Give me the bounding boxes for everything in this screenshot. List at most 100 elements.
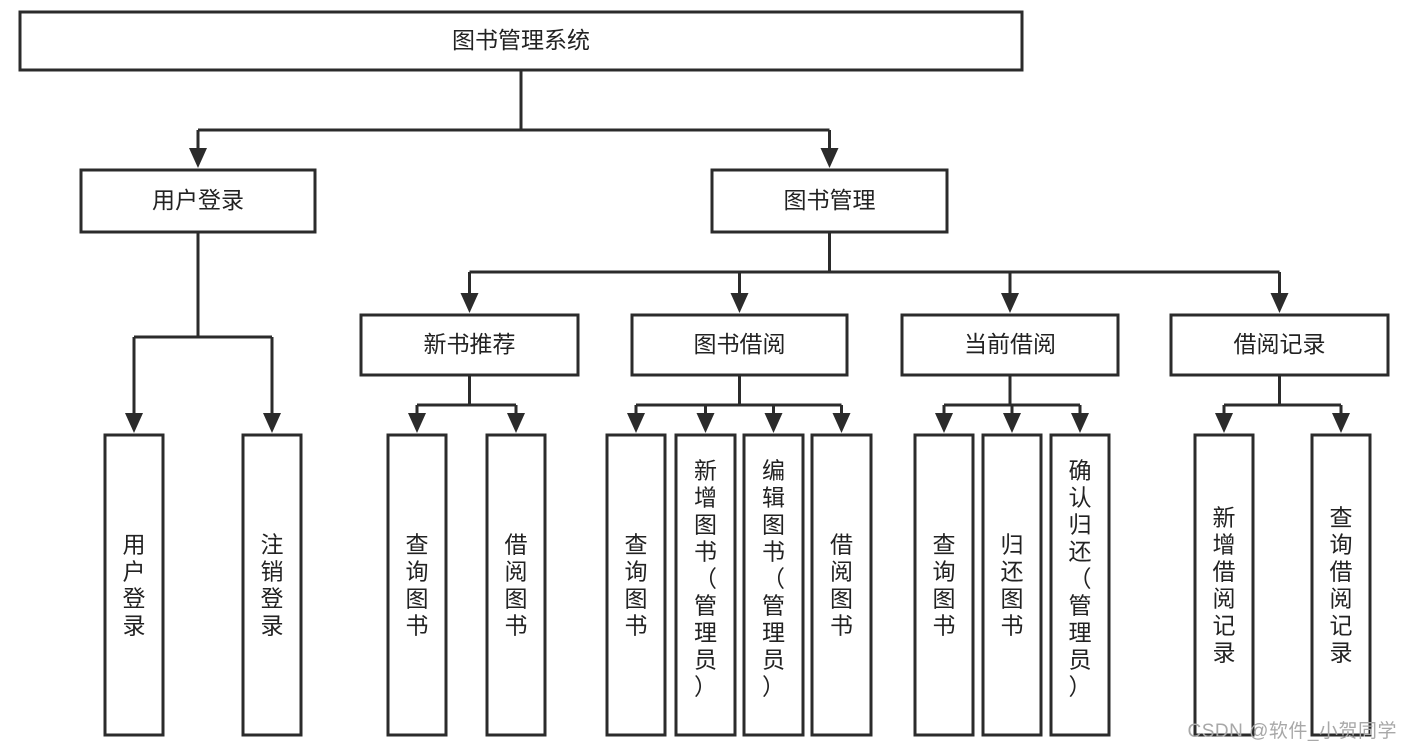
node-label-char: 辑 [762,485,785,511]
node-box [810,433,873,737]
node-box [742,433,805,737]
node-label-char: 书 [830,613,853,639]
node-box [913,433,975,737]
node-label-char: 用 [123,532,146,558]
node-label: 图书借阅 [694,331,786,357]
node-current-borrow[interactable]: 当前借阅 [900,313,1120,377]
node-label-char: 录 [261,613,284,639]
node-label-char: 员 [762,647,785,673]
edge-arrowhead [408,413,426,433]
node-label-char: 新 [1213,505,1236,531]
edge-arrowhead [1003,413,1021,433]
edge-arrowhead [730,293,749,313]
node-label-char: 户 [123,559,146,585]
node-label-char: 还 [1001,559,1024,585]
node-box [103,433,165,737]
node-book-manage[interactable]: 图书管理 [710,168,949,234]
node-label-char: 图 [933,586,956,612]
node-box [605,433,667,737]
node-label-char: （ [1069,566,1092,592]
node-label-char: 理 [762,620,785,646]
node-box [1049,433,1111,737]
node-leaf-user-login[interactable]: 用户登录 [103,433,165,737]
edge-arrowhead [764,413,783,433]
node-label-char: 图 [406,586,429,612]
node-label-char: 管 [762,593,785,619]
edge-arrowhead [1071,413,1089,433]
nodes-layer: 图书管理系统用户登录图书管理新书推荐图书借阅当前借阅借阅记录用户登录注销登录查询… [18,10,1390,737]
node-label-char: 员 [694,647,717,673]
node-label-char: ） [694,674,717,700]
node-label-char: 录 [123,613,146,639]
node-label: 用户登录 [152,187,244,213]
node-label-char: ） [762,674,785,700]
edge-arrowhead [820,148,839,168]
node-label-char: 查 [406,532,429,558]
node-label-char: 借 [830,532,853,558]
node-label: 当前借阅 [964,331,1056,357]
edge-arrowhead [460,293,479,313]
node-label-char: 编 [762,458,785,484]
node-box [79,168,317,234]
node-box [485,433,547,737]
node-borrow-record[interactable]: 借阅记录 [1169,313,1390,377]
node-label-char: 查 [1330,505,1353,531]
node-box [18,10,1024,72]
node-label-char: 借 [1213,559,1236,585]
edge-arrowhead [935,413,953,433]
edge-arrowhead [1270,293,1289,313]
edge-arrowhead [627,413,645,433]
node-label-char: ） [1069,674,1092,700]
node-label-char: 登 [123,586,146,612]
node-label-char: 阅 [505,559,528,585]
node-label-char: 查 [933,532,956,558]
node-box [1193,433,1255,737]
edge-arrowhead [125,413,143,433]
node-label-char: 录 [1213,640,1236,666]
node-root-图书管理系统[interactable]: 图书管理系统 [18,10,1024,72]
node-label-char: 图 [694,512,717,538]
node-label: 借阅记录 [1234,331,1326,357]
node-user-login[interactable]: 用户登录 [79,168,317,234]
edge-arrowhead [1001,293,1019,313]
node-label-char: 认 [1069,485,1092,511]
node-box [710,168,949,234]
node-label: 新书推荐 [424,331,516,357]
node-new-book-rec[interactable]: 新书推荐 [359,313,580,377]
node-label-char: 书 [1001,613,1024,639]
node-label-char: 图 [505,586,528,612]
edge-arrowhead [832,413,851,433]
node-label-char: 书 [505,613,528,639]
node-label-char: 询 [625,559,648,585]
edge-arrowhead [1215,413,1233,433]
node-label-char: 图 [1001,586,1024,612]
node-label-char: 借 [1330,559,1353,585]
edge-arrowhead [1332,413,1350,433]
node-label-char: 查 [625,532,648,558]
node-label-char: 询 [1330,532,1353,558]
node-label-char: 理 [694,620,717,646]
node-label-char: 注 [261,532,284,558]
node-box [241,433,303,737]
node-label: 图书管理系统 [452,27,590,53]
node-box [981,433,1043,737]
node-label-char: 书 [933,613,956,639]
node-book-borrow[interactable]: 图书借阅 [630,313,849,377]
edge-arrowhead [507,413,525,433]
node-label-char: 还 [1069,539,1092,565]
node-label-char: 书 [625,613,648,639]
node-label-char: 登 [261,586,284,612]
node-label-char: 员 [1069,647,1092,673]
